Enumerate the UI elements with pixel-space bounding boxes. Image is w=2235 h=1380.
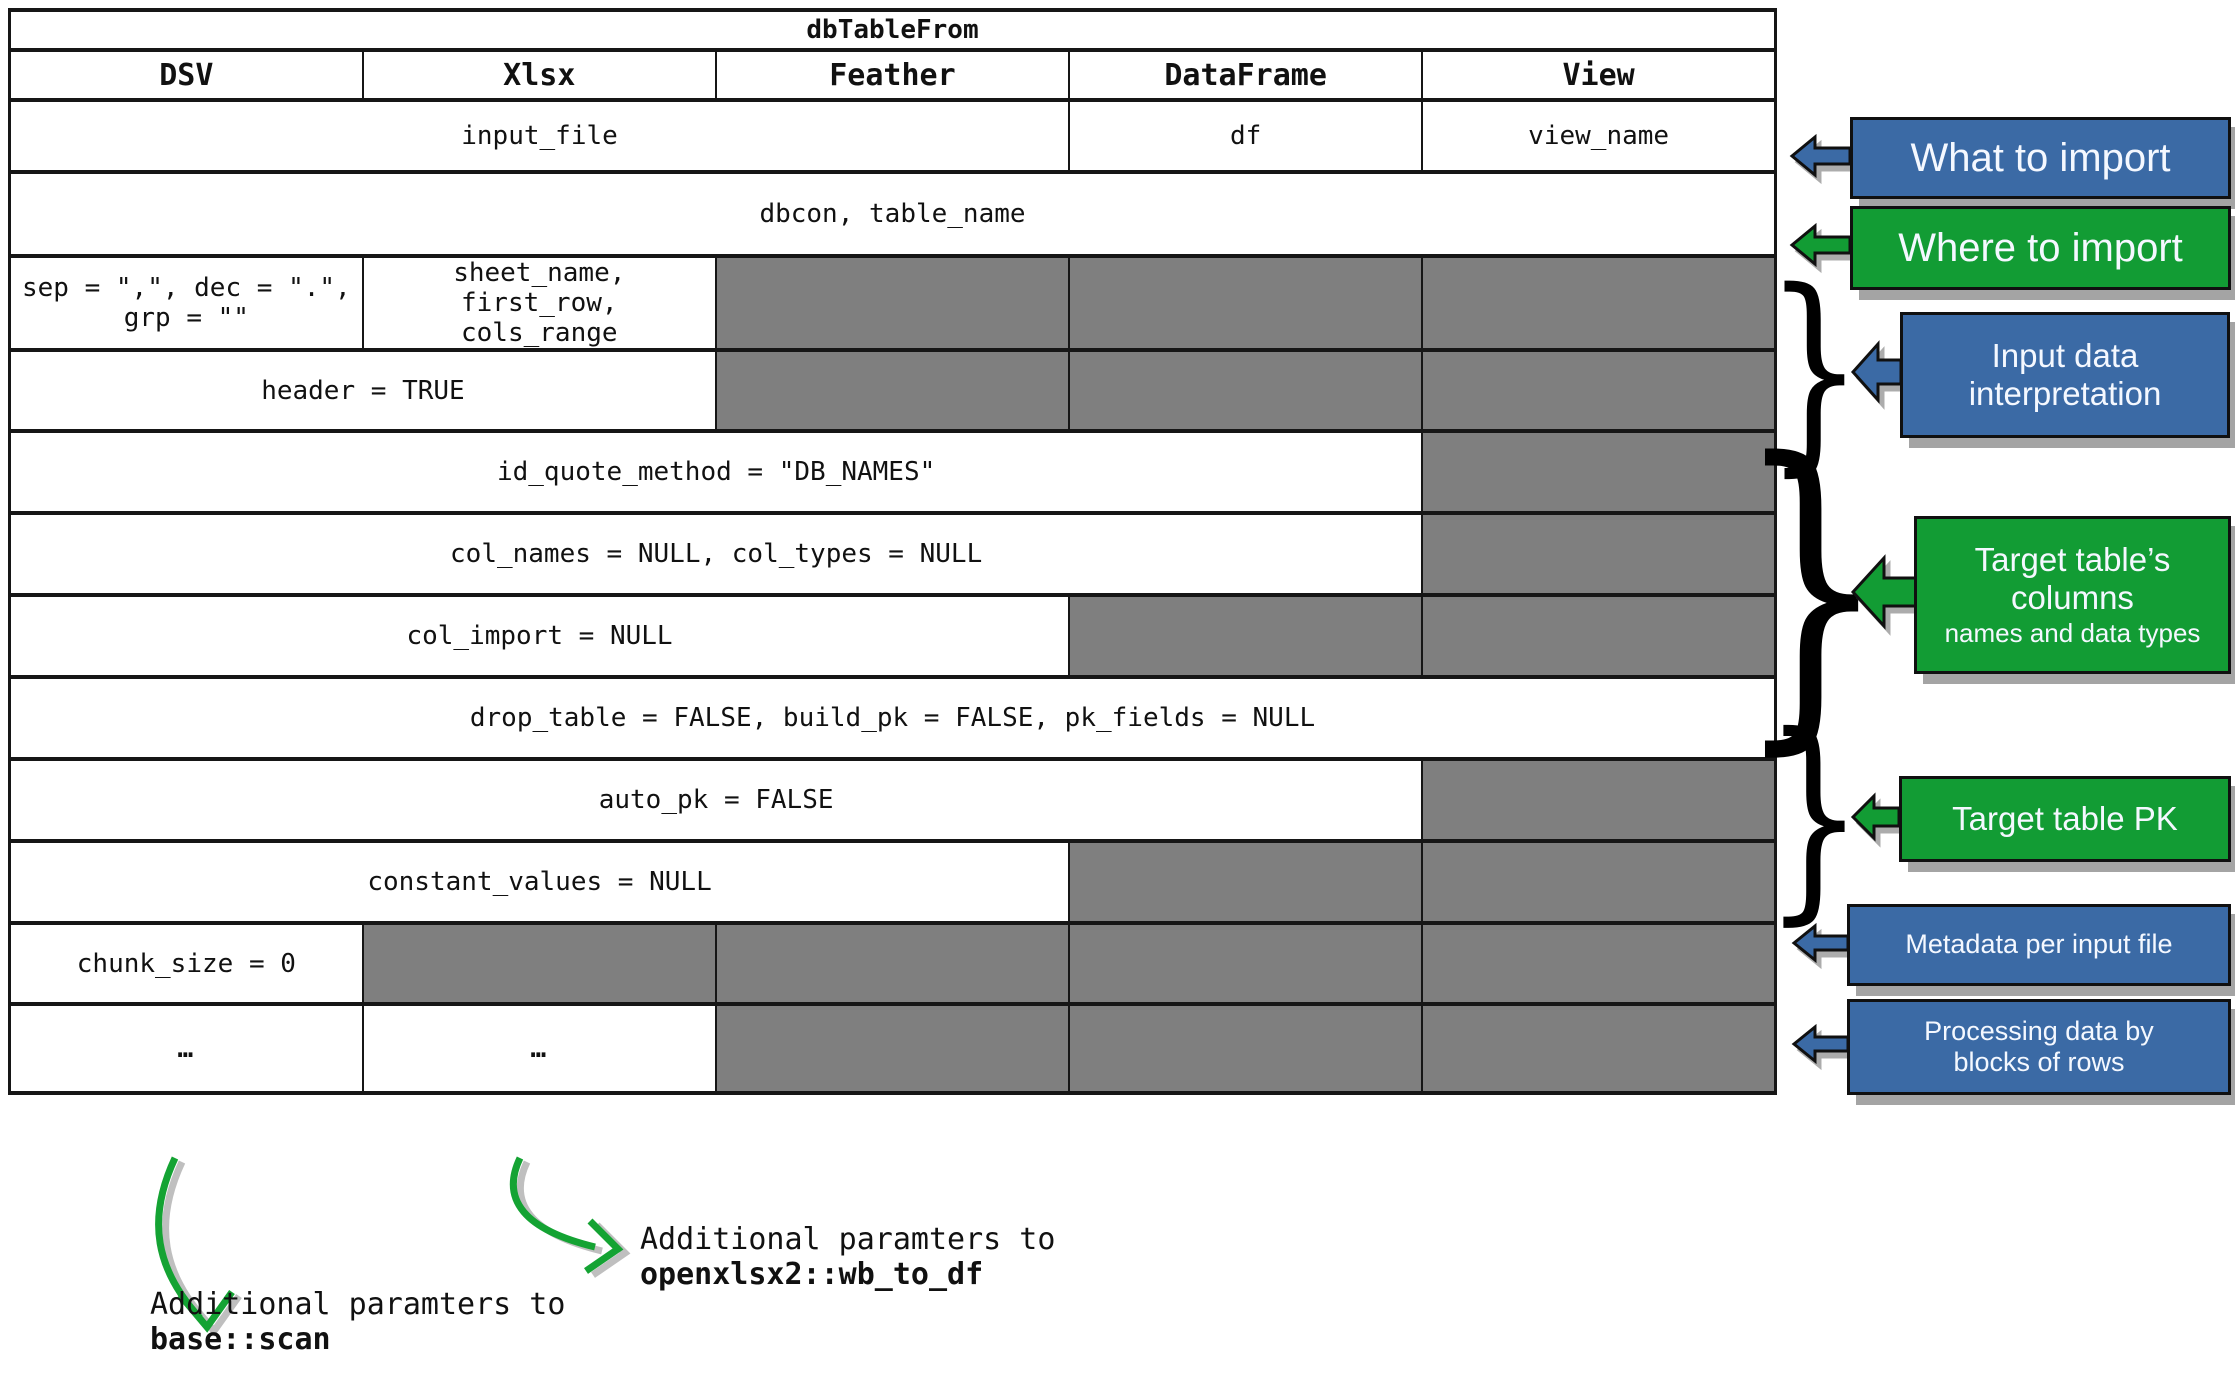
note-xlsx-line2: openxlsx2::wb_to_df [640,1257,984,1292]
callout-line: Input data [1991,337,2139,375]
na-cell [1068,348,1424,433]
left-arrow-icon [1850,340,1903,404]
note-dsv-line2: base::scan [150,1322,331,1357]
row-col-import: col_import = NULL [8,593,1777,679]
left-arrow-icon [1791,922,1850,964]
callout-what-to-import: What to import [1850,117,2231,199]
cell-constant-values: constant_values = NULL [8,839,1071,925]
row-what-to-import: input_file df view_name [8,98,1777,174]
curly-brace-icon: } [1763,688,1865,944]
table-title-row: dbTableFrom [8,8,1777,52]
na-cell [1068,593,1424,679]
cell-sep-line2: grp = "" [123,303,249,333]
curved-arrowhead-xlsx [584,1218,624,1274]
cell-df: df [1068,98,1424,174]
column-header-view: View [1421,48,1777,102]
table-title: dbTableFrom [8,8,1777,52]
cell-col-import: col_import = NULL [8,593,1071,679]
na-cell [1068,839,1424,925]
na-cell [1421,429,1777,515]
db-table-from-table: dbTableFrom DSV Xlsx Feather DataFrame V… [8,8,1777,1095]
cell-sheet-name: sheet_name, first_row, cols_range [361,254,717,352]
row-id-quote-method: id_quote_method = "DB_NAMES" [8,429,1777,515]
na-cell [1421,1002,1777,1095]
cell-sep-line1: sep = ",", dec = ".", [21,273,351,303]
note-dsv-line1: Additional paramters to [150,1287,566,1322]
left-arrow-icon [1789,222,1852,268]
callout-line: interpretation [1968,375,2162,412]
cell-col-names-types: col_names = NULL, col_types = NULL [8,511,1424,597]
row-ellipsis: … … [8,1002,1777,1095]
na-cell [714,1002,1071,1095]
note-dsv-extra-params: Additional paramters to base::scan [150,1287,565,1357]
callout-line: Target table’s [1974,541,2171,579]
row-constant-values: constant_values = NULL [8,839,1777,925]
na-cell [1421,757,1777,843]
cell-dbcon-table-name: dbcon, table_name [8,170,1777,258]
curly-brace-icon: } [1735,393,1889,783]
cell-view-name: view_name [1421,98,1777,174]
row-auto-pk: auto_pk = FALSE [8,757,1777,843]
cell-sheet-line1: sheet_name, first_row, [453,258,626,318]
callout-input-data-interpretation: Input data interpretation [1900,312,2230,438]
na-cell [714,348,1071,433]
callout-processing-blocks: Processing data by blocks of rows [1847,999,2231,1095]
note-xlsx-extra-params: Additional paramters to openxlsx2::wb_to… [640,1222,1055,1292]
column-header-dsv: DSV [8,48,364,102]
callout-line: columns [2011,579,2134,617]
callout-target-table-pk: Target table PK [1899,776,2231,862]
cell-sheet-line2: cols_range [461,318,618,348]
na-cell [714,254,1071,352]
cell-dsv-ellipsis: … [8,1002,364,1095]
na-cell [1421,839,1777,925]
left-arrow-icon [1850,792,1901,842]
cell-xlsx-ellipsis: … [361,1002,717,1095]
cell-id-quote-method: id_quote_method = "DB_NAMES" [8,429,1424,515]
na-cell [1421,348,1777,433]
na-cell [1421,254,1777,352]
callout-target-table-columns: Target table’s columns names and data ty… [1914,516,2231,674]
cell-sep-dec-grp: sep = ",", dec = ".", grp = "" [8,254,364,352]
callout-subline: names and data types [1944,617,2201,648]
row-header-true: header = TRUE [8,348,1777,433]
callout-what-to-import-label: What to import [1910,136,2171,180]
row-where-to-import: dbcon, table_name [8,170,1777,258]
na-cell [1068,1002,1424,1095]
na-cell [361,921,717,1006]
na-cell [1421,511,1777,597]
curved-arrowhead-dsv [177,1289,235,1333]
curly-brace-icon: } [1764,243,1864,495]
na-cell [1068,254,1424,352]
column-header-xlsx: Xlsx [361,48,717,102]
row-drop-table: drop_table = FALSE, build_pk = FALSE, pk… [8,675,1777,761]
cell-chunk-size: chunk_size = 0 [8,921,364,1006]
curved-arrows-graphic [155,1156,631,1337]
callout-line: blocks of rows [1953,1047,2125,1077]
na-cell [1421,921,1777,1006]
row-sep-sheet: sep = ",", dec = ".", grp = "" sheet_nam… [8,254,1777,352]
callout-metadata-per-input-file: Metadata per input file [1847,904,2231,986]
cell-auto-pk: auto_pk = FALSE [8,757,1424,843]
left-arrow-icon [1789,133,1852,179]
callout-target-table-pk-label: Target table PK [1952,800,2178,838]
left-arrow-icon [1791,1023,1850,1065]
left-arrow-icon [1850,554,1919,630]
na-cell [1421,593,1777,679]
callout-metadata-label: Metadata per input file [1905,929,2173,960]
cell-drop-table: drop_table = FALSE, build_pk = FALSE, pk… [8,675,1777,761]
na-cell [1068,921,1424,1006]
callout-where-to-import-label: Where to import [1898,226,2183,270]
row-col-names-types: col_names = NULL, col_types = NULL [8,511,1777,597]
row-chunk-size: chunk_size = 0 [8,921,1777,1006]
callout-line: Processing data by [1924,1015,2154,1046]
cell-header-true: header = TRUE [8,348,717,433]
callout-where-to-import: Where to import [1850,206,2231,290]
column-header-dataframe: DataFrame [1068,48,1424,102]
curved-arrow-xlsx [509,1156,596,1251]
table-header-row: DSV Xlsx Feather DataFrame View [8,48,1777,102]
column-header-feather: Feather [714,48,1071,102]
na-cell [714,921,1071,1006]
cell-input-file: input_file [8,98,1071,174]
note-xlsx-line1: Additional paramters to [640,1222,1056,1257]
